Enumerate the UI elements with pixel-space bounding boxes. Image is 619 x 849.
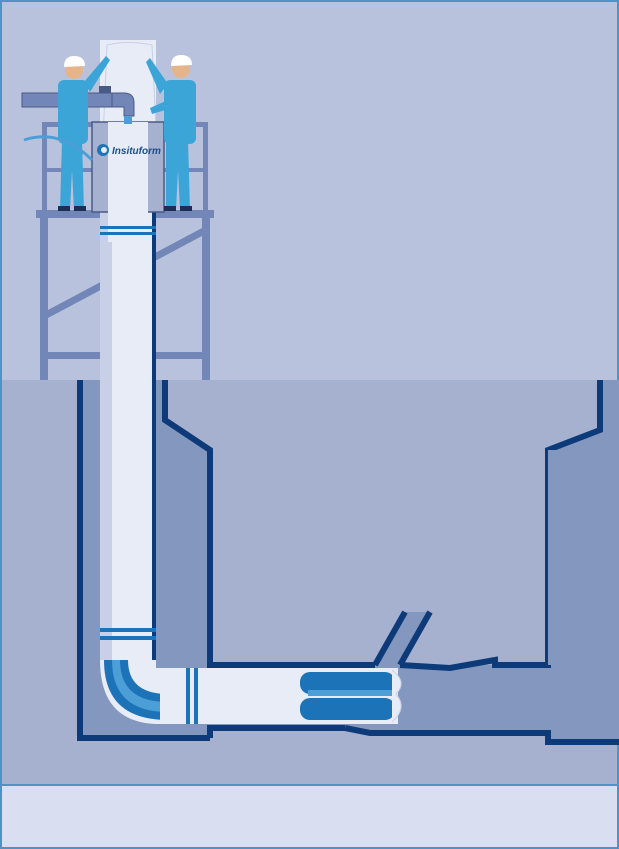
worker-right-legs: [166, 140, 190, 210]
liner-ring-1: [100, 628, 156, 632]
bottom-band: [0, 785, 619, 849]
water-stream: [124, 116, 132, 124]
resin-highlight: [308, 690, 392, 696]
liner-through-box: [108, 122, 148, 242]
right-manhole-wall: [399, 380, 603, 672]
scaffold-leg-left: [40, 210, 48, 380]
worker-left-boot-r: [74, 206, 86, 211]
right-wall-shade: [548, 450, 619, 665]
liner-vertical-edge: [152, 200, 156, 660]
scaffold-leg-right: [202, 210, 210, 380]
worker-left: [58, 56, 110, 211]
worker-right-arm-lower: [150, 100, 172, 114]
resin-front-upper: [300, 672, 395, 694]
liner-ring-2: [100, 636, 156, 640]
worker-right-torso: [164, 80, 196, 144]
manhole-left-wall: [77, 380, 210, 741]
liner-horizontal-ring-2: [194, 668, 198, 724]
worker-right-boot-l: [164, 206, 176, 211]
railing-post-right: [203, 122, 208, 210]
pipe-floor-line: [207, 725, 345, 738]
worker-left-arm: [84, 56, 110, 92]
supply-hose: [23, 135, 94, 162]
worker-right: [146, 55, 196, 211]
faucet-handle: [99, 86, 111, 93]
worker-left-torso: [58, 80, 88, 144]
inversion-front: [391, 669, 402, 723]
liner-vertical-shadow: [100, 200, 112, 660]
railing-post-left: [42, 122, 47, 210]
worker-right-arm: [146, 58, 168, 94]
manhole-inner-wall: [162, 380, 375, 668]
worker-left-legs: [60, 140, 84, 210]
worker-left-helmet: [64, 56, 85, 67]
lateral-pipe: [372, 610, 433, 667]
brand-name: Insituform: [112, 146, 161, 157]
resin-elbow-inner: [112, 660, 168, 712]
worker-left-boot-l: [58, 206, 70, 211]
worker-right-boot-r: [180, 206, 192, 211]
flange-band-top: [100, 226, 156, 229]
right-manhole-floor: [344, 725, 619, 745]
resin-front-lower: [300, 698, 395, 720]
insituform-logo: Insituform: [97, 144, 161, 157]
liner-horizontal-ring-1: [186, 668, 190, 724]
worker-right-helmet: [171, 55, 192, 66]
flange-band-bottom: [100, 232, 156, 235]
faucet-spout: [111, 92, 135, 117]
